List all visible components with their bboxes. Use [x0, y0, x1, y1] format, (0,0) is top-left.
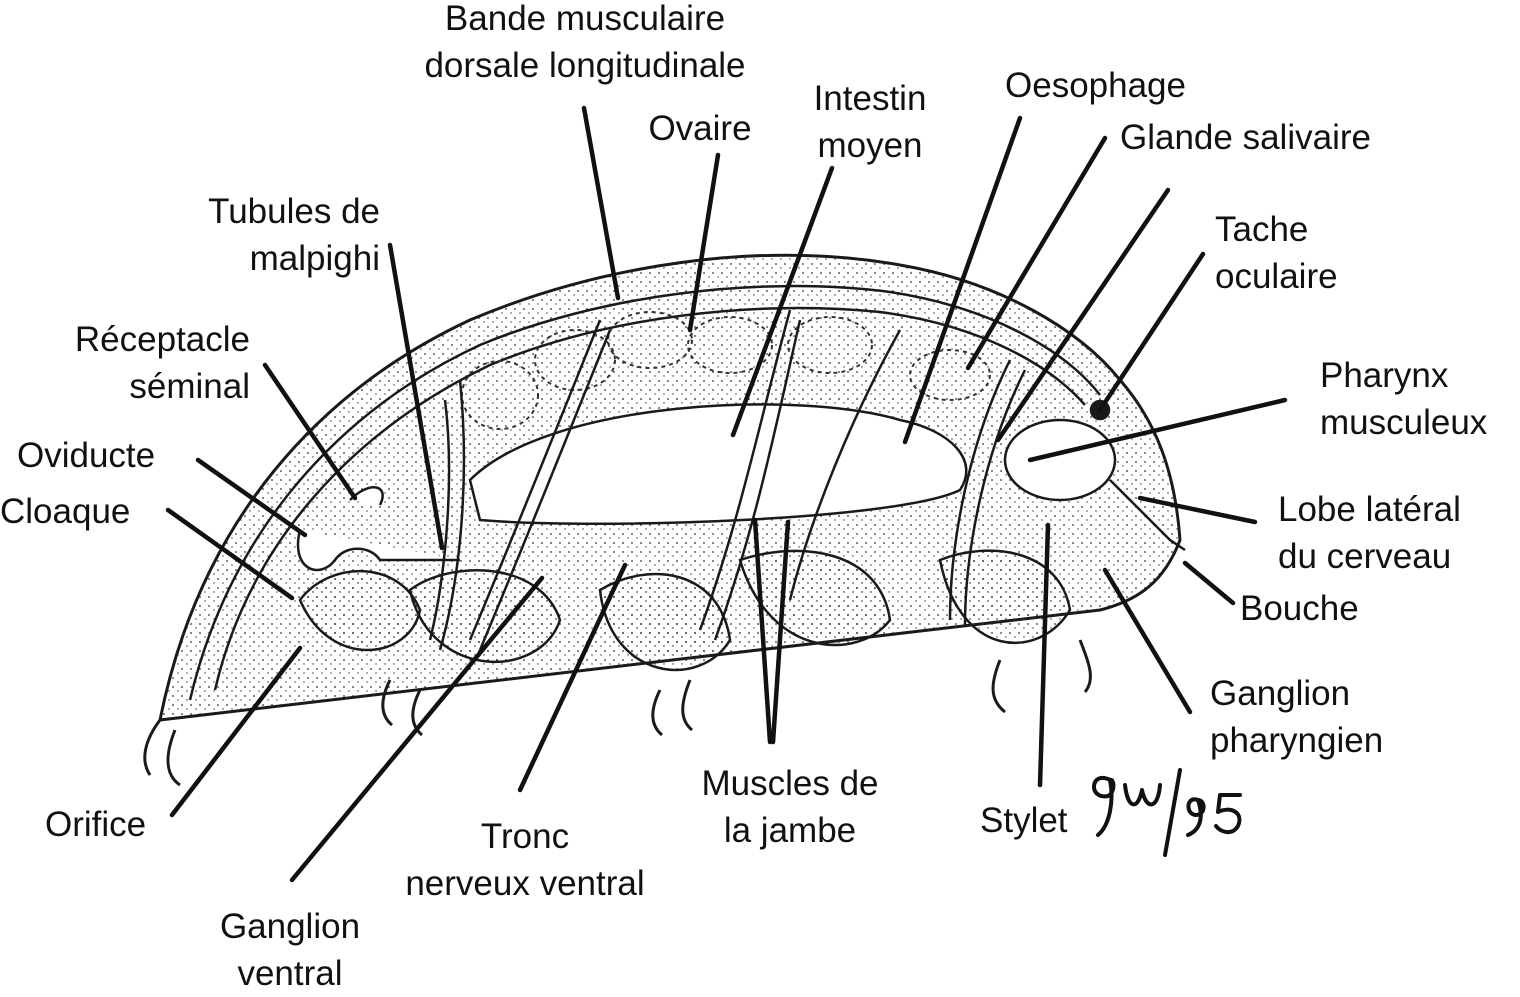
label-line: Stylet — [980, 801, 1068, 840]
label-stylet: Stylet — [980, 797, 1068, 844]
leader-pharynx — [1027, 397, 1288, 463]
leader-receptacle — [262, 362, 358, 501]
leader-bouche — [1182, 560, 1236, 606]
leader-stylet — [1037, 522, 1051, 788]
label-line: Intestin — [813, 79, 927, 118]
leader-tache-2 — [995, 187, 1171, 443]
label-line: Oesophage — [1005, 66, 1186, 105]
label-intestin-moyen: Intestin moyen — [795, 75, 945, 169]
leader-oesophage — [902, 115, 1023, 445]
label-ovaire: Ovaire — [630, 105, 770, 152]
label-oesophage: Oesophage — [1005, 62, 1186, 109]
label-lobe-lateral: Lobe latéral du cerveau — [1278, 486, 1461, 580]
leader-tache — [1097, 251, 1206, 413]
leader-bande — [581, 105, 621, 301]
label-line: oculaire — [1215, 257, 1338, 296]
label-ganglion-ventral: Ganglion ventral — [190, 903, 390, 997]
leader-tronc — [517, 562, 628, 793]
handwritten-signature — [1092, 768, 1242, 857]
label-tronc-nerveux: Tronc nerveux ventral — [375, 813, 675, 907]
leader-glande — [965, 135, 1108, 371]
label-line: Bouche — [1240, 589, 1359, 628]
label-cloaque: Cloaque — [0, 488, 130, 535]
label-line: Tronc — [480, 817, 570, 856]
label-line: musculeux — [1320, 403, 1488, 442]
label-ganglion-pharyngien: Ganglion pharyngien — [1210, 670, 1383, 764]
label-line: Glande salivaire — [1120, 118, 1371, 157]
label-line: Oviducte — [17, 436, 156, 475]
leader-oviducte — [195, 457, 308, 538]
leader-muscles-2 — [770, 519, 791, 745]
leader-lines — [165, 105, 1288, 883]
label-line: Muscles de — [701, 764, 879, 803]
label-line: Tache — [1215, 210, 1309, 249]
leader-ganglion-v — [289, 575, 545, 883]
pharynx — [1003, 399, 1186, 552]
label-line: séminal — [129, 367, 250, 406]
label-line: Tubules de — [208, 192, 380, 231]
leg-muscles — [428, 309, 1027, 651]
label-glande-salivaire: Glande salivaire — [1120, 114, 1371, 161]
label-line: nerveux ventral — [405, 864, 645, 903]
label-line: Réceptacle — [74, 320, 250, 359]
claws — [143, 639, 1092, 787]
label-line: dorsale longitudinale — [424, 46, 746, 85]
label-line: Pharynx — [1320, 356, 1449, 395]
leader-lobe — [1137, 495, 1258, 525]
leader-intestin — [730, 165, 835, 438]
leader-tubules — [387, 242, 445, 551]
label-line: du cerveau — [1278, 537, 1452, 576]
label-line: la jambe — [723, 811, 857, 850]
label-bande-musculaire: Bande musculaire dorsale longitudinale — [380, 0, 790, 89]
label-line: Orifice — [45, 805, 147, 844]
label-muscles-jambe: Muscles de la jambe — [670, 760, 910, 854]
label-line: Ganglion — [1210, 674, 1351, 713]
label-bouche: Bouche — [1240, 585, 1359, 632]
label-line: Lobe latéral — [1278, 490, 1461, 529]
label-receptacle-seminal: Réceptacle séminal — [20, 316, 250, 410]
leader-muscles-1 — [752, 517, 773, 745]
leader-ovaire — [687, 152, 721, 333]
label-line: malpighi — [249, 239, 380, 278]
leader-orifice — [169, 645, 303, 818]
label-line: Ganglion — [219, 907, 361, 946]
label-line: pharyngien — [1210, 721, 1384, 760]
label-line: moyen — [817, 126, 923, 165]
label-line: ventral — [237, 954, 343, 993]
label-tache-oculaire: Tache oculaire — [1215, 206, 1338, 300]
label-pharynx-musculeux: Pharynx musculeux — [1320, 352, 1487, 446]
label-line: Ovaire — [648, 109, 752, 148]
midgut — [468, 403, 968, 525]
label-tubules-malpighi: Tubules de malpighi — [140, 188, 380, 282]
leader-ganglion-ph — [1102, 567, 1193, 715]
label-line: Bande musculaire — [444, 0, 726, 38]
label-oviducte: Oviducte — [17, 432, 155, 479]
label-line: Cloaque — [0, 492, 131, 531]
ventral-lobes — [298, 549, 1072, 672]
label-orifice: Orifice — [45, 801, 146, 848]
leader-cloaque — [165, 507, 295, 601]
